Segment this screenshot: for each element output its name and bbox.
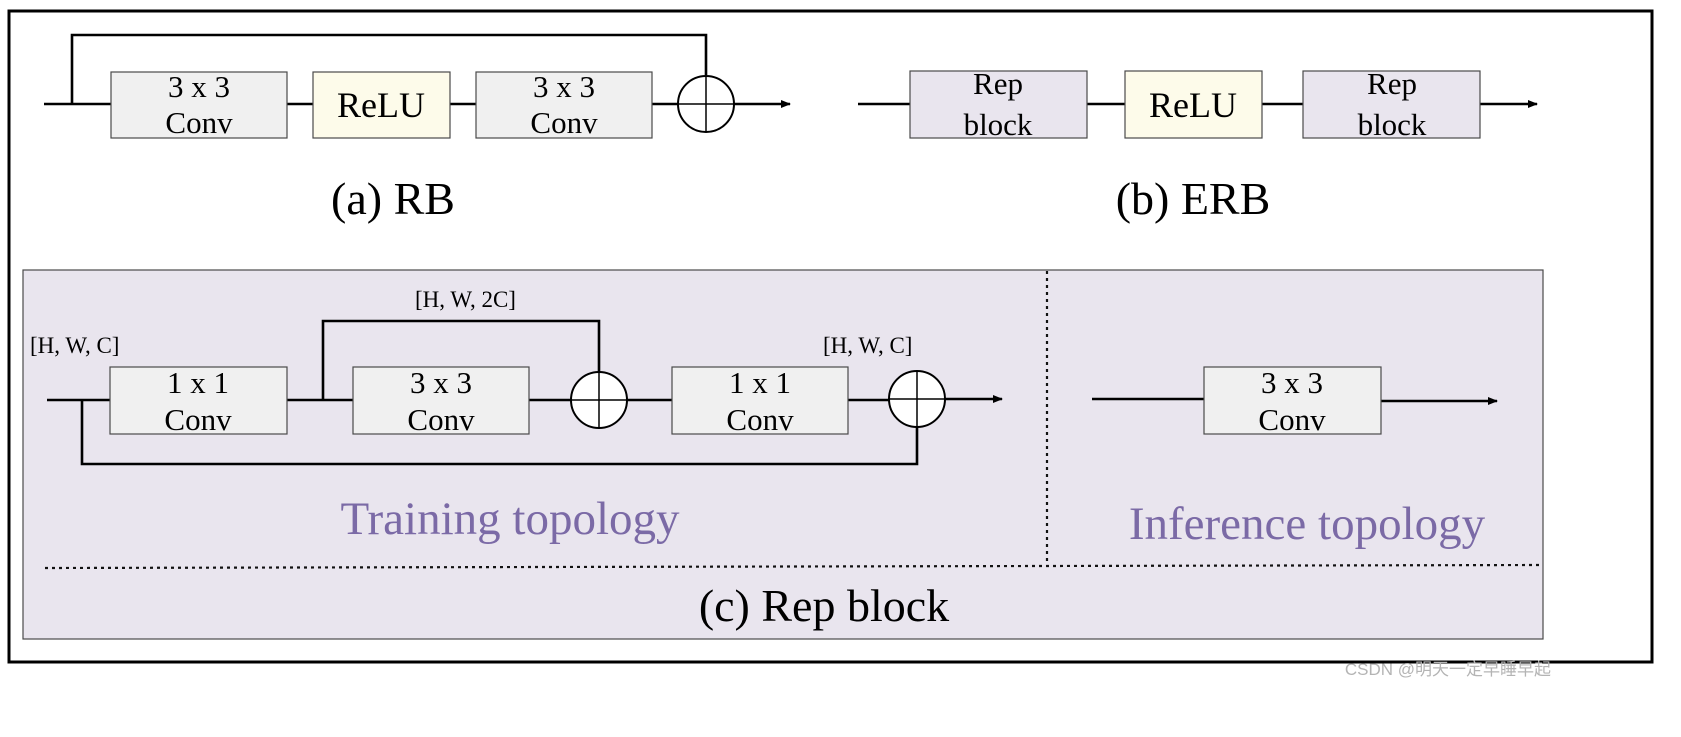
- training-mid-dim-label: [H, W, 2C]: [415, 287, 516, 312]
- erb-caption: (b) ERB: [1116, 173, 1271, 224]
- training-outer-sum-node: [888, 370, 946, 428]
- rb-conv2-kernel-label: 3 x 3: [533, 69, 595, 104]
- rb-conv2-type-label: Conv: [530, 105, 598, 140]
- inference-conv-3x3: [1203, 366, 1382, 435]
- rb-relu-block: [312, 71, 451, 139]
- watermark-text: CSDN @明天一定早睡早起: [1345, 660, 1551, 679]
- training-topology: [H, W, C] [H, W, 2C] [H, W, C] 1 x 1 Con…: [30, 287, 1003, 545]
- rep-block-caption: (c) Rep block: [699, 580, 949, 631]
- training-outer-skip: [80, 400, 919, 466]
- training-conv-1x1-first: [109, 366, 288, 435]
- rep-block-panel: [H, W, C] [H, W, 2C] [H, W, C] 1 x 1 Con…: [22, 269, 1544, 640]
- erb-relu-block: [1124, 70, 1263, 139]
- rb-caption: (a) RB: [331, 173, 455, 224]
- training-inner-sum-node: [570, 371, 628, 429]
- erb-rep2-line1: Rep: [1367, 66, 1417, 101]
- inference-conv-type-label: Conv: [1258, 402, 1326, 437]
- training-topology-label: Training topology: [340, 493, 680, 545]
- rb-conv1-type-label: Conv: [165, 105, 233, 140]
- training-output-dim-label: [H, W, C]: [823, 333, 912, 358]
- training-conv-c-type-label: Conv: [726, 402, 794, 437]
- rb-sum-node: [677, 75, 735, 133]
- training-conv-c-kernel-label: 1 x 1: [729, 365, 791, 400]
- inference-topology: 3 x 3 Conv Inference topology: [1092, 365, 1498, 550]
- inference-topology-label: Inference topology: [1129, 498, 1486, 550]
- rb-diagram: 3 x 3 Conv ReLU 3 x 3 Conv (a) RB: [44, 33, 791, 224]
- rb-conv1-kernel-label: 3 x 3: [168, 69, 230, 104]
- rb-conv-3x3-second: [475, 71, 653, 139]
- training-conv-b-kernel-label: 3 x 3: [410, 365, 472, 400]
- erb-rep1-line2: block: [964, 107, 1033, 142]
- rb-relu-label: ReLU: [337, 85, 425, 125]
- training-conv-b-type-label: Conv: [407, 402, 475, 437]
- erb-rep2-line2: block: [1358, 107, 1427, 142]
- horizontal-divider: [44, 563, 1542, 570]
- training-inner-skip: [321, 319, 601, 400]
- rb-conv-3x3-first: [110, 71, 288, 139]
- erb-rep1-line1: Rep: [973, 66, 1023, 101]
- training-conv-1x1-second: [671, 366, 849, 435]
- training-conv-a-kernel-label: 1 x 1: [167, 365, 229, 400]
- erb-diagram: Rep block ReLU Rep block (b) ERB: [858, 66, 1538, 224]
- erb-rep-block-second: [1302, 70, 1481, 139]
- training-input-dim-label: [H, W, C]: [30, 333, 119, 358]
- rep-block-background: [22, 269, 1544, 640]
- erb-rep-block-first: [909, 70, 1088, 139]
- rb-skip-connection: [70, 33, 708, 104]
- inference-conv-kernel-label: 3 x 3: [1261, 365, 1323, 400]
- training-conv-3x3: [352, 366, 530, 435]
- training-conv-a-type-label: Conv: [164, 402, 232, 437]
- erb-relu-label: ReLU: [1149, 85, 1237, 125]
